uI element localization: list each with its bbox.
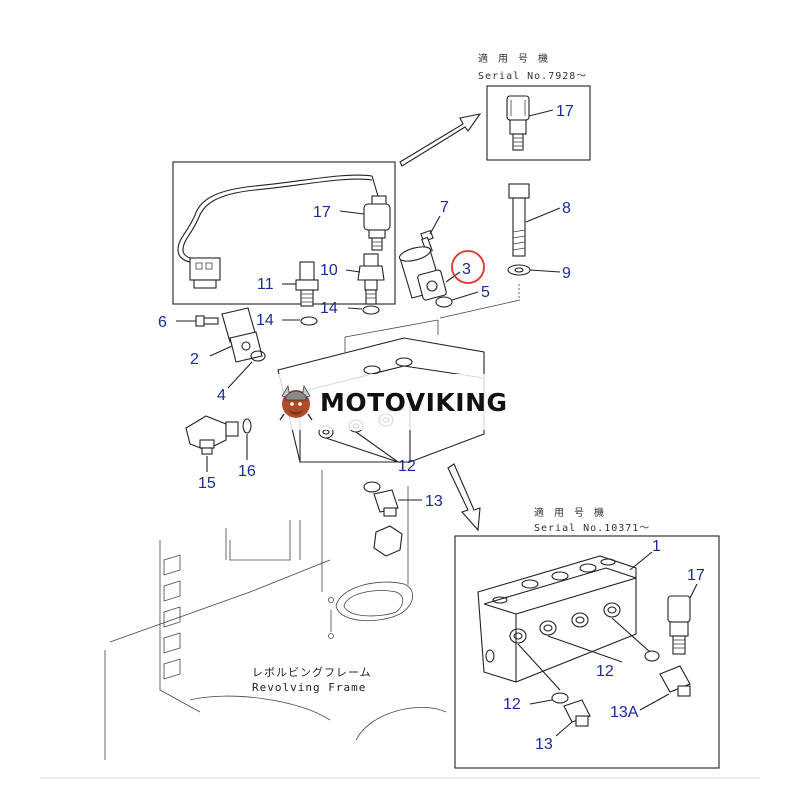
callout-13-main: 13 bbox=[425, 493, 443, 510]
o-ring-14-left: 14 bbox=[256, 312, 318, 329]
o-ring-5: 5 bbox=[435, 284, 490, 308]
solenoid-2: 2 bbox=[190, 307, 263, 368]
callout-12-main: 12 bbox=[325, 431, 416, 475]
frame-label-jp: レボルビングフレーム bbox=[252, 665, 372, 679]
callout-4: 4 bbox=[217, 387, 226, 404]
leader-17-top bbox=[528, 109, 554, 117]
callout-6: 6 bbox=[158, 314, 167, 331]
callout-3: 3 bbox=[462, 261, 471, 278]
inset-top-serial: Serial No.7928～ bbox=[478, 71, 587, 82]
highlight-circle-3 bbox=[451, 250, 485, 284]
fitting-13-main: 13 bbox=[363, 481, 443, 557]
sensor-11: 11 bbox=[257, 261, 319, 307]
callout-14-right: 14 bbox=[320, 300, 338, 317]
arrow-to-bottom-inset bbox=[447, 463, 481, 532]
elbow-15: 15 bbox=[185, 415, 239, 492]
inset-top-jp: 適 用 号 機 bbox=[478, 52, 550, 65]
callout-12-inset-right: 12 bbox=[596, 663, 614, 680]
bolt-7: 7 bbox=[420, 199, 449, 254]
callout-12-inset-left: 12 bbox=[503, 696, 521, 713]
callout-17-top: 17 bbox=[556, 103, 574, 120]
callout-14-left: 14 bbox=[256, 312, 274, 329]
callout-11: 11 bbox=[257, 276, 274, 293]
callout-9: 9 bbox=[562, 265, 571, 282]
inset-bottom-box bbox=[454, 535, 720, 769]
switch-10: 10 bbox=[320, 253, 385, 305]
o-ring-14-right: 14 bbox=[320, 300, 380, 317]
ring-16: 16 bbox=[238, 418, 256, 480]
solenoid-3: 3 bbox=[398, 246, 485, 301]
callout-13A: 13A bbox=[610, 704, 639, 721]
viking-logo-icon bbox=[279, 384, 313, 421]
arrow-to-top-inset bbox=[399, 113, 482, 167]
callout-12-main-label: 12 bbox=[398, 458, 416, 475]
callout-5: 5 bbox=[481, 284, 490, 301]
bolt-6: 6 bbox=[158, 314, 219, 331]
washer-9: 9 bbox=[507, 264, 571, 300]
callout-10: 10 bbox=[320, 262, 338, 279]
callout-15: 15 bbox=[198, 475, 216, 492]
inset-top-box bbox=[486, 85, 591, 161]
inset-bottom-jp: 適 用 号 機 bbox=[534, 506, 606, 519]
callout-7: 7 bbox=[440, 199, 449, 216]
harness-box: 17 bbox=[172, 161, 396, 305]
valve-block-inset: 1 bbox=[477, 538, 661, 683]
bolt-8: 8 bbox=[508, 183, 571, 257]
brand-watermark: MOTOVIKING bbox=[268, 374, 536, 430]
inset-bottom: 適 用 号 機 Serial No.10371～ 1 bbox=[454, 506, 720, 769]
callout-1: 1 bbox=[652, 538, 661, 555]
callout-8: 8 bbox=[562, 200, 571, 217]
sensor-17-inset: 17 bbox=[667, 567, 705, 655]
fitting-13-inset: 13 bbox=[535, 699, 591, 753]
frame-label-en: Revolving Frame bbox=[252, 681, 366, 694]
leader-17-harness bbox=[339, 210, 365, 215]
callout-17-harness: 17 bbox=[313, 204, 331, 221]
o-ring-4: 4 bbox=[217, 350, 266, 404]
callout-17-inset: 17 bbox=[687, 567, 705, 584]
inset-top: 適 用 号 機 Serial No.7928～ 17 bbox=[478, 52, 591, 161]
revolving-frame bbox=[104, 470, 447, 760]
fitting-13A: 13A bbox=[610, 665, 691, 721]
inset-bottom-serial: Serial No.10371～ bbox=[534, 523, 650, 534]
callout-16: 16 bbox=[238, 463, 256, 480]
brand-name: MOTOVIKING bbox=[320, 387, 508, 417]
callout-13-inset: 13 bbox=[535, 736, 553, 753]
callout-2: 2 bbox=[190, 351, 199, 368]
sensor-17-top bbox=[506, 95, 530, 151]
